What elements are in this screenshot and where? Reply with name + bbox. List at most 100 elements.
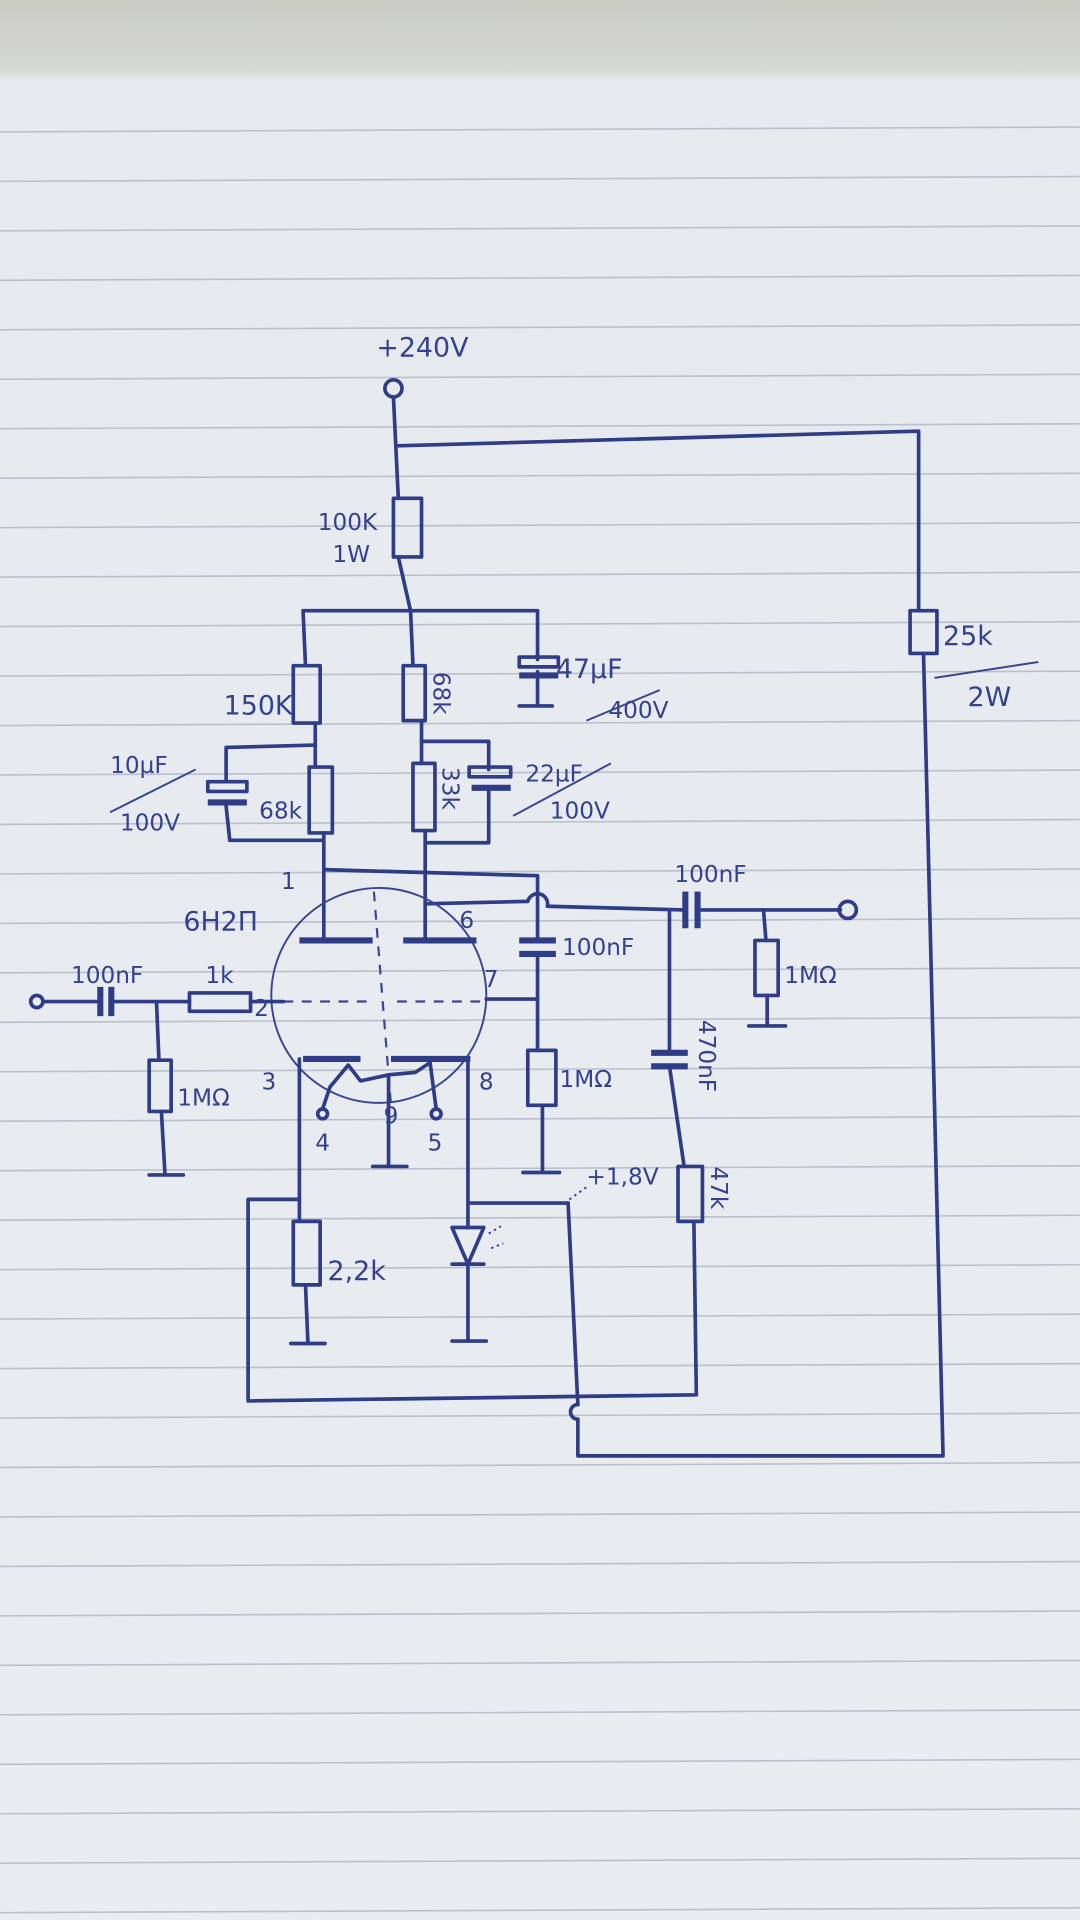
r-supply-label: 100K bbox=[318, 509, 378, 536]
led-voltage-label: +1,8V bbox=[586, 1164, 658, 1191]
ruled-line bbox=[0, 472, 1080, 479]
ruled-line bbox=[0, 1461, 1080, 1469]
c-47-label: 47µF bbox=[556, 654, 623, 685]
r-68k-left-label: 68k bbox=[259, 797, 303, 824]
ruled-line bbox=[0, 1165, 1080, 1172]
ruled-line bbox=[0, 1313, 1080, 1320]
ruled-line bbox=[0, 423, 1080, 430]
ruled-line bbox=[0, 373, 1080, 381]
pin-6-label: 6 bbox=[459, 907, 474, 934]
ruled-line bbox=[0, 1263, 1080, 1271]
rating-strokes bbox=[109, 689, 661, 817]
capacitor-22uf bbox=[467, 765, 513, 779]
resistor-1m-out bbox=[753, 938, 780, 998]
ruled-line bbox=[0, 225, 1080, 232]
c-10-v-label: 100V bbox=[120, 810, 180, 837]
r-in-label: 1k bbox=[205, 962, 234, 989]
r-fb-label: 47k bbox=[705, 1166, 732, 1210]
ruled-line bbox=[0, 1362, 1080, 1370]
pin-3-label: 3 bbox=[262, 1068, 277, 1095]
ruled-line bbox=[0, 1560, 1080, 1568]
pin-5-terminal bbox=[429, 1107, 443, 1121]
capacitor-100nf-in bbox=[97, 986, 115, 1017]
ruled-line bbox=[0, 1115, 1080, 1123]
r-25k-stroke bbox=[934, 661, 1039, 679]
pin-9-label: 9 bbox=[384, 1103, 399, 1130]
capacitor-10uf bbox=[205, 779, 249, 794]
ruled-line bbox=[0, 175, 1080, 183]
ruled-line bbox=[0, 1709, 1080, 1716]
pin-2-label: 2 bbox=[254, 995, 269, 1022]
resistor-1m-grid7 bbox=[525, 1048, 558, 1108]
resistor-100k bbox=[391, 496, 424, 559]
c-in-label: 100nF bbox=[71, 962, 143, 989]
ruled-line bbox=[0, 818, 1080, 826]
ruled-line bbox=[0, 274, 1080, 282]
cap-10-wires bbox=[224, 743, 326, 943]
c-47-v-label: 400V bbox=[608, 697, 668, 724]
r-25k-label: 25k bbox=[943, 621, 993, 652]
output-wires bbox=[747, 908, 788, 1028]
c-fb-label: 470nF bbox=[693, 1020, 720, 1092]
ruled-line bbox=[0, 521, 1080, 529]
r-out-label: 1MΩ bbox=[784, 962, 836, 989]
ruled-line bbox=[0, 1610, 1080, 1617]
c-22-v-label: 100V bbox=[550, 797, 610, 824]
c-out-label: 100nF bbox=[674, 861, 746, 888]
capacitor-100nf-out bbox=[682, 891, 701, 929]
ruled-line bbox=[0, 1857, 1080, 1864]
ruled-line bbox=[0, 1214, 1080, 1221]
supply-wires bbox=[391, 395, 945, 1458]
ruled-line bbox=[0, 571, 1080, 578]
resistor-1k bbox=[187, 991, 253, 1014]
cap-22-wires bbox=[419, 739, 491, 943]
resistor-68k-center bbox=[401, 663, 428, 723]
ruled-line bbox=[0, 719, 1080, 727]
resistor-47k bbox=[676, 1164, 705, 1224]
c-10-label: 10µF bbox=[110, 752, 168, 779]
resistor-2-2k bbox=[291, 1219, 322, 1287]
ruled-line bbox=[0, 1758, 1080, 1766]
ruled-line bbox=[0, 1412, 1080, 1419]
led-arrows bbox=[488, 1186, 587, 1250]
pin-5-label: 5 bbox=[428, 1130, 443, 1157]
ruled-line bbox=[0, 1659, 1080, 1667]
ruled-line bbox=[0, 1511, 1080, 1518]
ruled-line bbox=[0, 917, 1080, 925]
resistor-1m-in bbox=[147, 1058, 173, 1114]
tube-type-label: 6H2П bbox=[183, 907, 258, 938]
ruled-line bbox=[0, 126, 1080, 133]
ruled-line bbox=[0, 1906, 1080, 1914]
ruled-line bbox=[0, 868, 1080, 875]
ruled-line bbox=[0, 1066, 1080, 1073]
resistor-68k-left bbox=[307, 765, 335, 835]
resistor-25k bbox=[908, 608, 939, 656]
led-icon bbox=[450, 1225, 486, 1266]
supply-terminal bbox=[383, 378, 404, 399]
input-wires bbox=[41, 999, 286, 1177]
ruled-line bbox=[0, 620, 1080, 628]
pin-4-terminal bbox=[315, 1107, 330, 1121]
r-33k-label: 33k bbox=[436, 767, 463, 811]
tube-heater bbox=[320, 1060, 439, 1169]
r-cathode-label: 2,2k bbox=[327, 1256, 386, 1287]
r-supply-w-label: 1W bbox=[332, 541, 370, 568]
capacitor-47uf bbox=[517, 655, 561, 669]
r-25k-w-label: 2W bbox=[967, 682, 1011, 713]
c-tube-label: 100nF bbox=[562, 934, 634, 961]
supply-label: +240V bbox=[376, 333, 469, 364]
capacitor-470nf bbox=[651, 1049, 688, 1070]
pin-4-label: 4 bbox=[315, 1130, 330, 1157]
wire-hop bbox=[568, 1402, 580, 1422]
r-68k-center-label: 68k bbox=[428, 672, 455, 716]
output-terminal bbox=[837, 899, 859, 921]
ruled-line bbox=[0, 967, 1080, 974]
pin-7-label: 7 bbox=[484, 966, 499, 993]
ruled-line bbox=[0, 324, 1080, 331]
ruled-line bbox=[0, 1016, 1080, 1024]
pin-1-label: 1 bbox=[281, 868, 296, 895]
ruled-lines bbox=[0, 126, 1080, 1914]
capacitor-100nf-tube bbox=[519, 937, 556, 957]
